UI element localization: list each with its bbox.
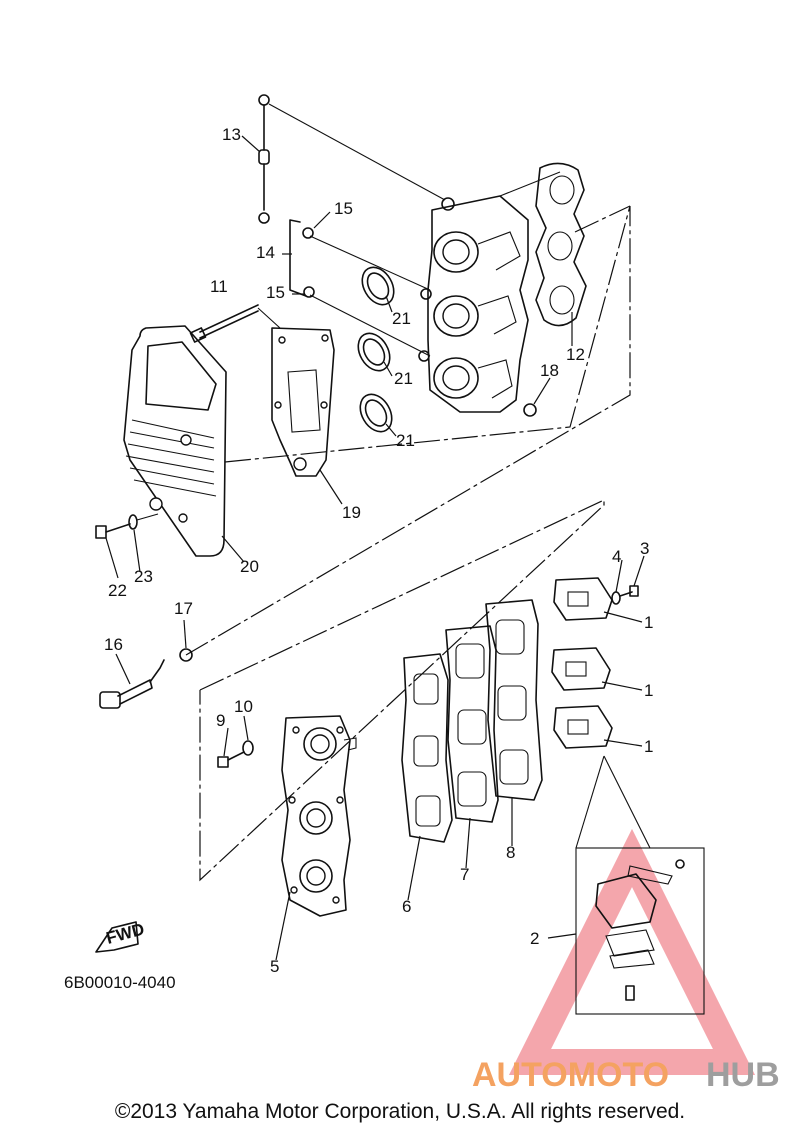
part-16-sensor: [99, 659, 165, 709]
callout-22: 22: [108, 581, 127, 600]
part-3-4-screw-washer: [611, 585, 639, 605]
callout-12: 12: [566, 345, 585, 364]
callout-9: 9: [216, 711, 225, 730]
watermark-logo: AUTOMOTO HUB: [472, 1056, 780, 1094]
fwd-label: FWD: [104, 919, 146, 947]
callout-16: 16: [104, 635, 123, 654]
watermark-brand-part2: HUB: [706, 1056, 780, 1094]
part-19-gasket-plate: [271, 327, 335, 477]
watermark-triangle-icon: [508, 828, 756, 1075]
drawing-code: 6B00010-4040: [64, 973, 176, 992]
callout-2: 2: [530, 929, 539, 948]
callout-5: 5: [270, 957, 279, 976]
carburetor-assembly: [418, 171, 561, 413]
callout-15b: 15: [266, 283, 285, 302]
callout-numbers: 1 1 1 2 3 4 5 6 7 8 9 10 11 12 13 14 15 …: [104, 125, 653, 976]
part-7-gasket: [445, 625, 499, 823]
part-20-silencer-cover: [123, 325, 227, 557]
part-15-clips: [302, 227, 315, 298]
part-13-link-rod: [258, 94, 446, 224]
part-6-gasket: [401, 653, 453, 843]
callout-leaders: [105, 135, 645, 961]
callout-21c: 21: [396, 431, 415, 450]
fwd-arrow-icon: FWD: [95, 919, 146, 953]
callout-18: 18: [540, 361, 559, 380]
callout-4: 4: [612, 547, 621, 566]
copyright-notice: ©2013 Yamaha Motor Corporation, U.S.A. A…: [114, 1100, 686, 1123]
callout-15a: 15: [334, 199, 353, 218]
callout-1a: 1: [644, 613, 653, 632]
part-14-line: [289, 219, 431, 357]
part-21-o-rings: [357, 266, 395, 433]
callout-23: 23: [134, 567, 153, 586]
part-22-23-screw-washer: [95, 513, 159, 539]
callout-7: 7: [460, 865, 469, 884]
part-11-bolt: [189, 304, 281, 343]
callout-3: 3: [640, 539, 649, 558]
part-9-10-bolt-washer: [217, 740, 254, 768]
callout-1c: 1: [644, 737, 653, 756]
callout-19: 19: [342, 503, 361, 522]
part-8-gasket: [485, 599, 543, 801]
part-18-nut: [523, 403, 537, 417]
part-5-intake-manifold: [281, 715, 357, 917]
callout-14: 14: [256, 243, 275, 262]
part-2-detail-box: [575, 755, 705, 1015]
watermark-brand-part1: AUTOMOTO: [472, 1056, 669, 1094]
callout-1b: 1: [644, 681, 653, 700]
callout-21b: 21: [394, 369, 413, 388]
part-1-reed-valves: [551, 577, 613, 749]
callout-17: 17: [174, 599, 193, 618]
callout-10: 10: [234, 697, 253, 716]
callout-21a: 21: [392, 309, 411, 328]
assembly-boundary-lines: [185, 205, 631, 882]
callout-6: 6: [402, 897, 411, 916]
callout-13: 13: [222, 125, 241, 144]
part-12-gasket: [535, 162, 587, 327]
callout-20: 20: [240, 557, 259, 576]
callout-8: 8: [506, 843, 515, 862]
callout-11: 11: [210, 277, 228, 296]
part-17-clamp: [179, 648, 193, 662]
